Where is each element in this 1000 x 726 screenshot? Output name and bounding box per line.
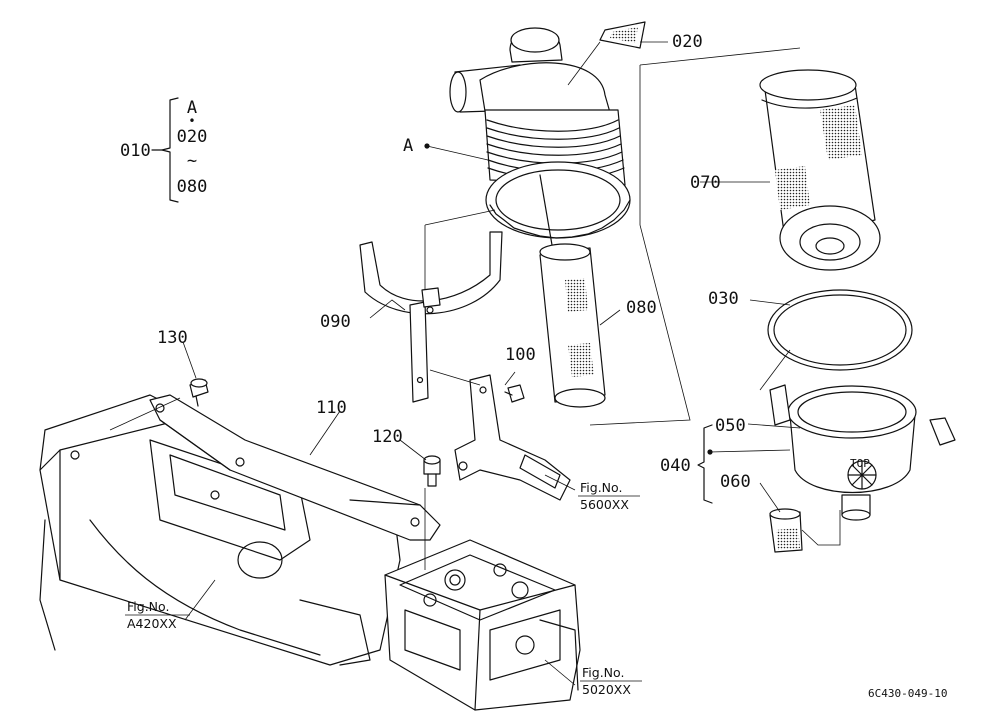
group-legend xyxy=(151,97,179,203)
bolt-130 xyxy=(189,378,209,407)
figref-5600-number: 5600XX xyxy=(580,497,629,512)
callout-110: 110 xyxy=(316,398,347,418)
figref-a420-label: Fig.No. xyxy=(127,599,169,614)
callout-080: 080 xyxy=(626,298,657,318)
bracket-5600 xyxy=(454,374,571,501)
valve-060 xyxy=(769,508,803,553)
ref-040-dot xyxy=(707,449,713,455)
cover-050: TOP xyxy=(769,384,956,521)
callout-130: 130 xyxy=(157,328,188,348)
group-bracket-040 xyxy=(697,424,713,504)
legend-tilde: ~ xyxy=(187,151,197,171)
gasket-030 xyxy=(767,289,913,371)
bracket-110 xyxy=(149,394,441,541)
figref-5020-number: 5020XX xyxy=(582,682,631,697)
callout-010: 010 xyxy=(120,141,151,161)
legend-dot: • xyxy=(188,114,195,128)
seal-piece-020 xyxy=(599,21,646,49)
callout-120: 120 xyxy=(372,427,403,447)
callout-060: 060 xyxy=(720,472,751,492)
legend-bottom: 080 xyxy=(177,177,208,197)
leader-lines xyxy=(109,41,841,686)
legend-mid: 020 xyxy=(177,127,208,147)
callout-a: A xyxy=(403,136,413,156)
legend-top: A xyxy=(187,98,197,118)
air-cleaner-housing xyxy=(449,27,631,246)
callout-090: 090 xyxy=(320,312,351,332)
figref-5600-label: Fig.No. xyxy=(580,480,622,495)
filter-top-marking: TOP xyxy=(850,457,870,470)
callout-100: 100 xyxy=(505,345,536,365)
callout-020: 020 xyxy=(672,32,703,52)
ref-a-dot xyxy=(424,143,430,149)
strap-band-090 xyxy=(359,231,503,403)
callout-040: 040 xyxy=(660,456,691,476)
figref-a420-number: A420XX xyxy=(127,616,177,631)
callout-030: 030 xyxy=(708,289,739,309)
engine-block xyxy=(384,539,581,711)
bolt-100 xyxy=(504,384,525,403)
callout-050: 050 xyxy=(715,416,746,436)
outer-element-070 xyxy=(759,69,881,271)
drawing-code: 6C430-049-10 xyxy=(868,687,947,700)
callout-070: 070 xyxy=(690,173,721,193)
inner-element-080 xyxy=(539,243,606,408)
figref-5020-label: Fig.No. xyxy=(582,665,624,680)
bolt-120 xyxy=(423,455,441,487)
